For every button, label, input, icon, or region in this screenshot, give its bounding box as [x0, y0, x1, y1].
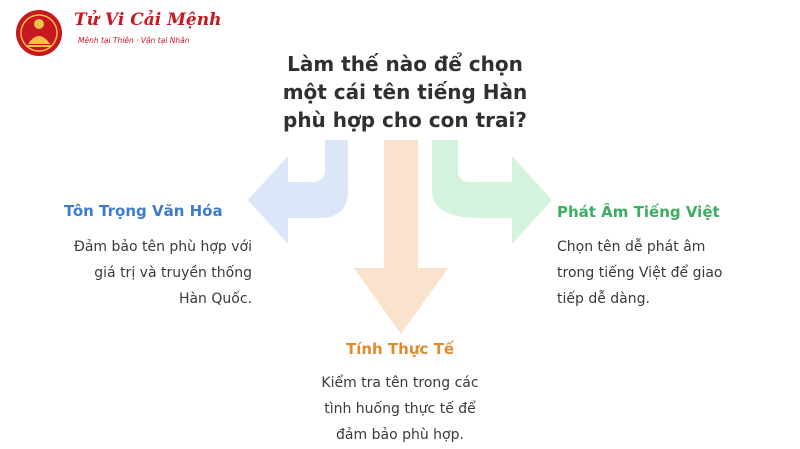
node-desc-practical: Kiểm tra tên trong các tình huống thực t…: [321, 375, 479, 443]
arrow-left: [248, 140, 348, 244]
logo-name: Tử Vi Cải Mệnh: [74, 10, 222, 30]
arrow-right: [432, 140, 552, 244]
node-desc-pronunciation: Chọn tên dễ phát âm trong tiếng Việt để …: [557, 239, 723, 307]
arrow-middle: [354, 140, 448, 334]
buddha-logo-icon: [16, 10, 62, 56]
site-logo[interactable]: Tử Vi Cải Mệnh Mệnh tại Thiên · Vận tại …: [14, 6, 221, 56]
node-title-pronunciation: Phát Âm Tiếng Việt: [557, 203, 720, 221]
diagram-question: Làm thế nào để chọn một cái tên tiếng Hà…: [282, 52, 528, 132]
node-title-practical: Tính Thực Tế: [345, 340, 455, 358]
logo-slogan: Mệnh tại Thiên · Vận tại Nhân: [78, 36, 190, 45]
node-title-culture: Tôn Trọng Văn Hóa: [64, 202, 223, 220]
node-desc-culture: Đảm bảo tên phù hợp với giá trị và truyề…: [73, 239, 252, 307]
